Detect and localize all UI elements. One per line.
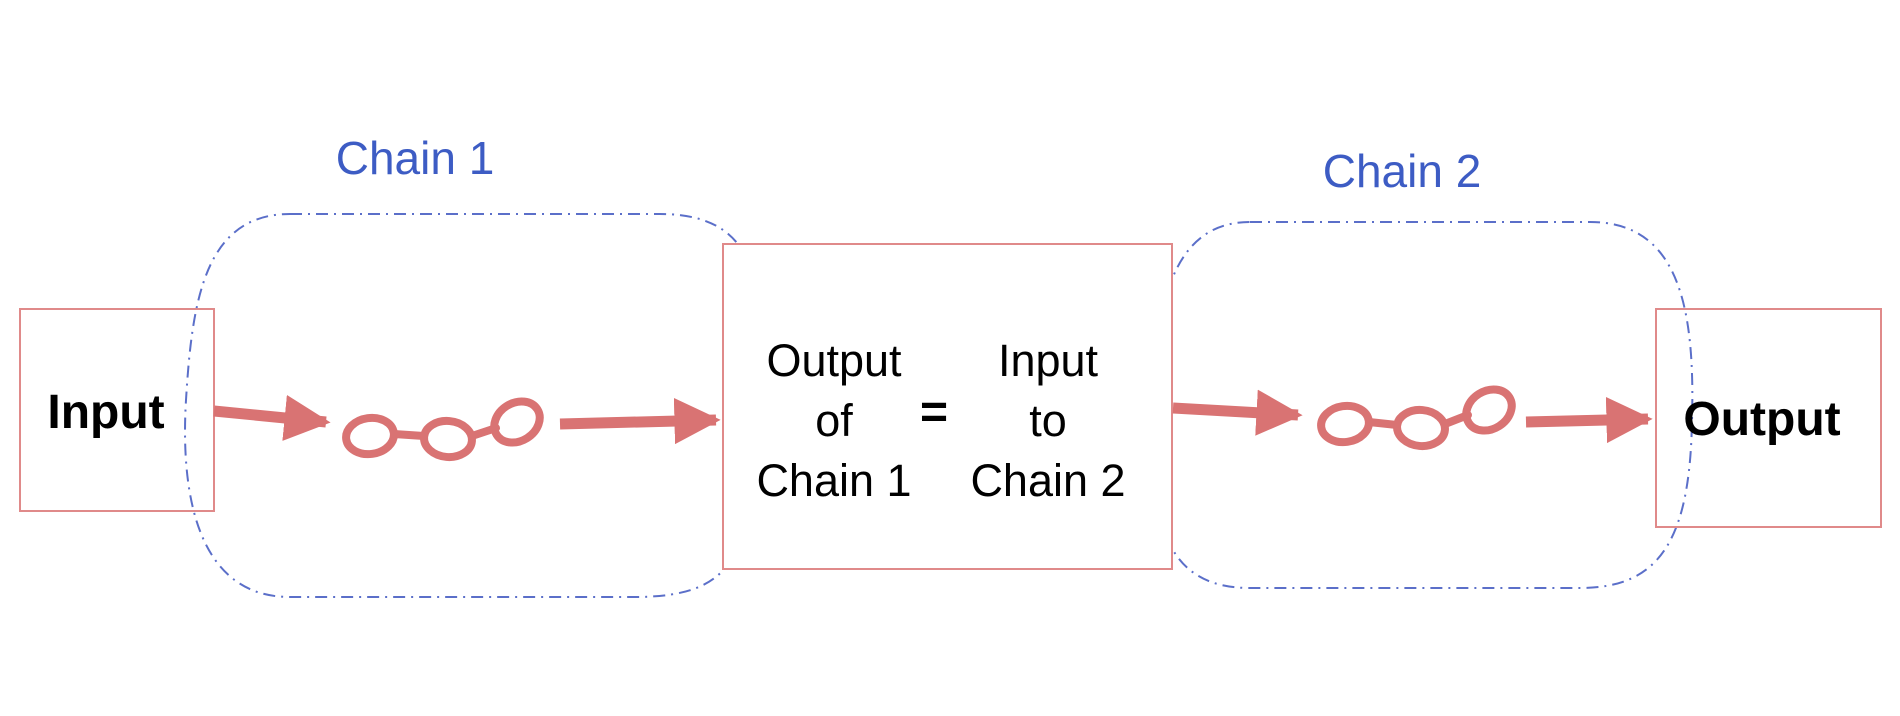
middle-left-line-2: of [815,395,853,446]
middle-right-line-3: Chain 2 [970,455,1125,506]
middle-left-line-1: Output [766,335,902,386]
middle-box [722,243,1173,570]
chain2-label: Chain 2 [1323,145,1482,197]
chain-link-icon [342,397,544,462]
equals-sign: = [920,386,948,439]
arrow-right-icon [559,397,721,445]
input-label: Input [47,386,164,439]
middle-right-line-2: to [1029,395,1067,446]
chain1-label: Chain 1 [336,132,495,184]
middle-left-line-3: Chain 1 [756,455,911,506]
middle-right-line-1: Input [998,335,1099,386]
chain-link-icon [1317,385,1516,451]
output-label: Output [1683,393,1840,446]
arrow-right-icon [1525,396,1653,444]
chain2-outline [1150,221,1694,589]
arrow-right-icon [213,394,331,441]
chain1-outline [184,213,761,598]
input-box [19,308,215,512]
arrow-right-icon [1172,389,1303,436]
output-box [1655,308,1882,528]
